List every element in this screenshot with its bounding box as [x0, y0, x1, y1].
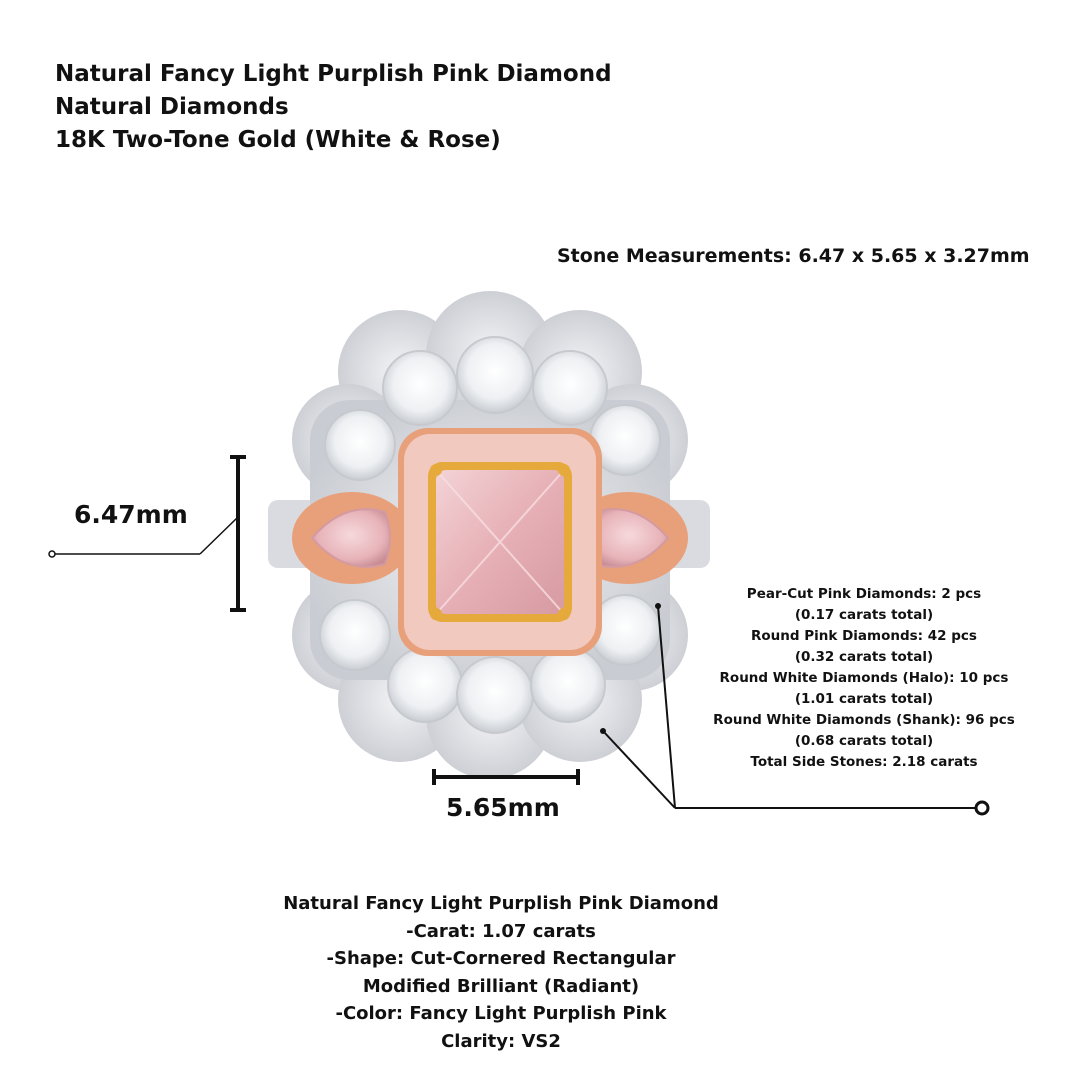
- vertical-dimension-label: 6.47mm: [74, 500, 188, 529]
- white-halo-diamonds: [319, 336, 661, 734]
- side-stone-line: (1.01 carats total): [794, 691, 934, 707]
- center-spec-line: -Color: Fancy Light Purplish Pink: [335, 1003, 667, 1024]
- side-stone-line: (0.17 carats total): [794, 607, 934, 623]
- side-stone-line: (0.32 carats total): [794, 649, 934, 665]
- side-stone-line: Round Pink Diamonds: 42 pcs: [751, 628, 977, 644]
- center-spec-line: Modified Brilliant (Radiant): [362, 975, 640, 997]
- side-stone-line: Total Side Stones: 2.18 carats: [750, 754, 978, 770]
- side-stones-list: Pear-Cut Pink Diamonds: 2 pcs (0.17 cara…: [700, 584, 1028, 773]
- center-spec-line: Clarity: VS2: [441, 1030, 561, 1052]
- side-stone-line: Pear-Cut Pink Diamonds: 2 pcs: [746, 586, 982, 602]
- horizontal-dimension-marker: [432, 769, 580, 785]
- center-stone-specs: Natural Fancy Light Purplish Pink Diamon…: [250, 890, 752, 1055]
- side-stone-line: Round White Diamonds (Halo): 10 pcs: [719, 670, 1009, 686]
- horizontal-dimension-label: 5.65mm: [446, 793, 560, 822]
- callout-lines: [600, 603, 990, 816]
- center-spec-line: Natural Fancy Light Purplish Pink Diamon…: [283, 893, 719, 914]
- stone-measurements: Stone Measurements: 6.47 x 5.65 x 3.27mm: [557, 245, 1030, 267]
- center-spec-line: -Shape: Cut-Cornered Rectangular: [326, 948, 676, 969]
- side-stone-line: (0.68 carats total): [794, 733, 934, 749]
- vertical-dimension-marker: [48, 455, 246, 612]
- center-stone: [428, 462, 572, 622]
- side-stone-line: Round White Diamonds (Shank): 96 pcs: [713, 712, 1015, 728]
- title-block: Natural Fancy Light Purplish Pink Diamon…: [55, 58, 612, 157]
- center-spec-line: -Carat: 1.07 carats: [406, 920, 596, 942]
- title-line-1: Natural Fancy Light Purplish Pink Diamon…: [55, 61, 612, 87]
- title-line-2: Natural Diamonds: [55, 94, 289, 120]
- title-line-3: 18K Two-Tone Gold (White & Rose): [55, 127, 501, 153]
